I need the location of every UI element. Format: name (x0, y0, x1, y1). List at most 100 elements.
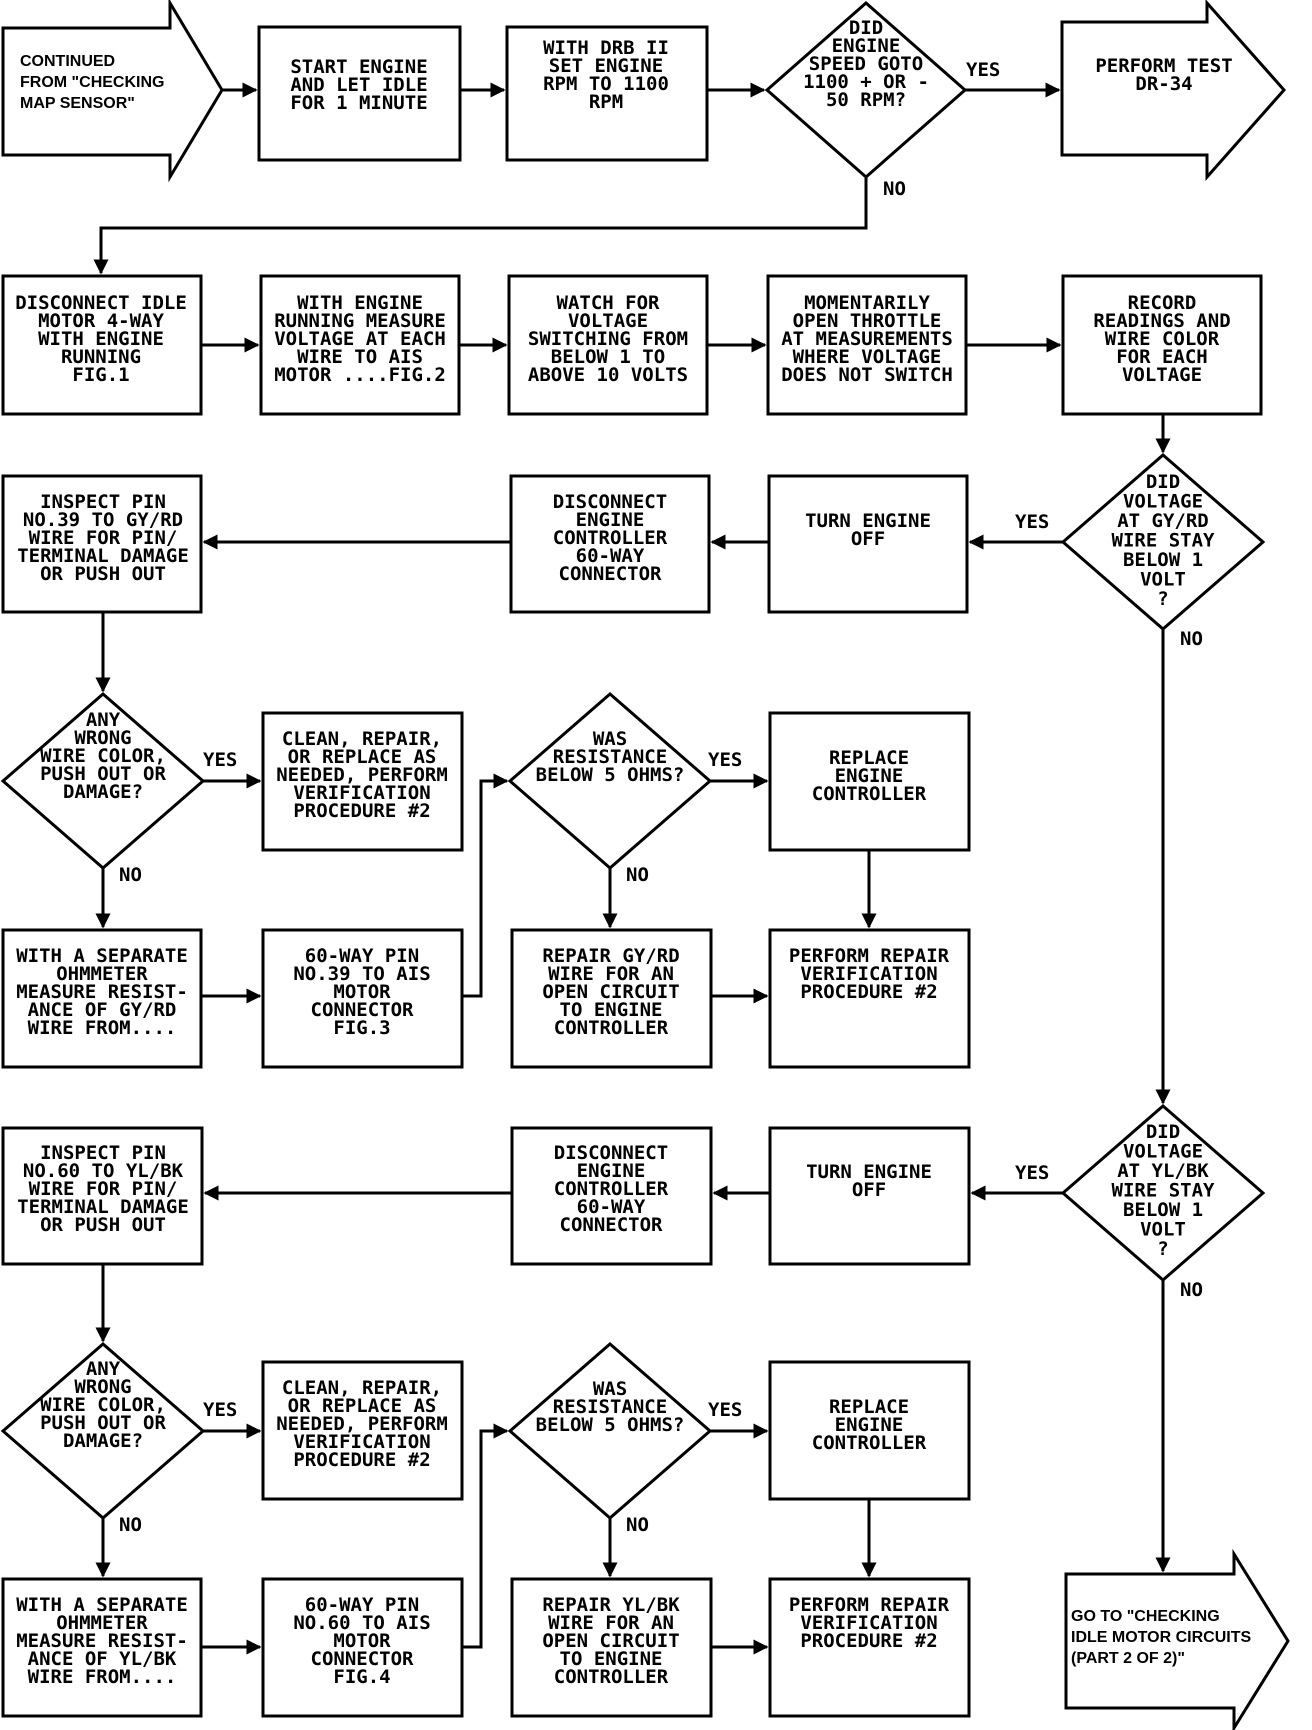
edge-label-ylbk-yes: YES (1015, 1162, 1049, 1184)
turn-engine-off-box-2 (768, 1126, 971, 1266)
resistance-decision-label-2-line: RESISTANCE (553, 1396, 667, 1418)
inspect-pin-39-box (1, 474, 203, 614)
ohmmeter-label-1-line: ANCE OF GY/RD (28, 999, 177, 1021)
clean-repair-label-1-line: PROCEDURE #2 (293, 800, 430, 822)
replace-controller-box-2 (768, 1360, 971, 1501)
connector-pin39-to-res1 (462, 773, 509, 998)
open-throttle-box (766, 274, 968, 416)
clean-repair-label-2-line: VERIFICATION (293, 1431, 430, 1453)
wrong-wire-decision-label-1-line: PUSH OUT OR (40, 763, 166, 785)
engine-speed-decision-label-line: 1100 + OR - (803, 71, 929, 93)
pin-60-label-line: 60-WAY PIN (305, 1594, 419, 1616)
clean-repair-box-2 (261, 1360, 464, 1501)
turn-engine-off-label-2-line: TURN ENGINE (806, 1161, 932, 1183)
resistance-decision-label-2-line: BELOW 5 OHMS? (536, 1414, 685, 1436)
disconnect-60way-label-2-line: ENGINE (577, 1160, 646, 1182)
start-engine-label-line: START ENGINE (290, 56, 427, 78)
record-readings-label-line: WIRE COLOR (1105, 328, 1220, 350)
replace-controller-label-2-line: REPLACE (829, 1396, 909, 1418)
verify-label-1-line: PROCEDURE #2 (800, 981, 937, 1003)
edge-label-ylbk-no: NO (1180, 1279, 1203, 1301)
disconnect-60way-box-2 (510, 1126, 713, 1266)
open-throttle-label-line: WHERE VOLTAGE (793, 346, 942, 368)
disconnect-60way-label-1-line: ENGINE (576, 509, 645, 531)
watch-voltage-label-line: VOLTAGE (568, 310, 648, 332)
measure-voltage-label-line: WIRE TO AIS (297, 346, 423, 368)
wrong-wire-decision-label-1-line: ANY (86, 709, 121, 731)
inspect-pin-60-label-line: INSPECT PIN (40, 1142, 166, 1164)
drb-set-rpm-label-line: RPM TO 1100 (543, 73, 669, 95)
wrong-wire-decision-label-2-line: ANY (86, 1358, 121, 1380)
edge-label-res2-yes: YES (708, 1399, 742, 1421)
disconnect-60way-label-2-line: CONTROLLER (554, 1178, 669, 1200)
disconnect-60way-label-1-line: CONNECTOR (559, 563, 663, 585)
edge-label-res2-no: NO (626, 1514, 649, 1536)
ohmmeter-label-2-line: ANCE OF YL/BK (28, 1648, 177, 1670)
yl-bk-voltage-decision-label-line: WIRE STAY (1112, 1180, 1216, 1202)
turn-engine-off-label-2-line: OFF (852, 1179, 886, 1201)
inspect-pin-60-label-line: OR PUSH OUT (40, 1214, 166, 1236)
repair-gy-rd-label-line: OPEN CIRCUIT (542, 981, 679, 1003)
replace-controller-label-2-line: ENGINE (835, 1414, 904, 1436)
pin-60-label-line: NO.60 TO AIS (293, 1612, 430, 1634)
ohmmeter-label-1-line: MEASURE RESIST- (16, 981, 188, 1003)
repair-gy-rd-box (510, 928, 713, 1069)
inspect-pin-60-label-line: WIRE FOR PIN/ (29, 1178, 178, 1200)
turn-engine-off-label-1-line: OFF (851, 528, 885, 550)
inspect-pin-39-label-line: INSPECT PIN (40, 491, 166, 513)
gy-rd-voltage-decision-label-line: BELOW 1 (1123, 549, 1203, 571)
disconnect-60way-label-1-line: CONTROLLER (553, 527, 668, 549)
perform-test-dr34-label-line: DR-34 (1135, 73, 1192, 95)
replace-controller-label-1-line: CONTROLLER (812, 783, 927, 805)
drb-set-rpm-label-line: WITH DRB II (543, 37, 669, 59)
ohmmeter-label-1-line: OHMMETER (56, 963, 148, 985)
drb-set-rpm-box (505, 25, 709, 162)
gy-rd-voltage-decision-label-line: VOLT (1140, 569, 1186, 591)
gy-rd-voltage-decision-label-line: AT GY/RD (1117, 510, 1209, 532)
measure-voltage-label-line: RUNNING MEASURE (274, 310, 446, 332)
inspect-pin-60-label-line: NO.60 TO YL/BK (23, 1160, 184, 1182)
edge-label-wrong2-no: NO (119, 1514, 142, 1536)
resistance-decision-label-1-line: RESISTANCE (553, 746, 667, 768)
pin-39-label-line: 60-WAY PIN (305, 945, 419, 967)
clean-repair-label-2-line: CLEAN, REPAIR, (282, 1377, 442, 1399)
edge-label-speed-yes: YES (966, 59, 1000, 81)
wrong-wire-decision-label-2-line: WIRE COLOR, (40, 1394, 166, 1416)
measure-voltage-label-line: VOLTAGE AT EACH (274, 328, 446, 350)
watch-voltage-label-line: ABOVE 10 VOLTS (528, 364, 688, 386)
pin-60-label-line: FIG.4 (333, 1666, 390, 1688)
disconnect-60way-label-1-line: 60-WAY (576, 545, 645, 567)
pin-60-label-line: CONNECTOR (311, 1648, 415, 1670)
disconnect-60way-label-1-line: DISCONNECT (553, 491, 667, 513)
edge-label-gyrd-no: NO (1180, 628, 1203, 650)
pin-39-label-line: CONNECTOR (311, 999, 415, 1021)
repair-yl-bk-label-line: REPAIR YL/BK (542, 1594, 680, 1616)
go-to-part-2-label-line: IDLE MOTOR CIRCUITS (1071, 1629, 1251, 1646)
yl-bk-voltage-decision-label-line: ? (1157, 1238, 1168, 1260)
record-readings-label-line: VOLTAGE (1122, 364, 1202, 386)
measure-voltage-box (259, 274, 461, 416)
go-to-part-2-label-line: (PART 2 OF 2)" (1071, 1650, 1185, 1667)
replace-controller-box-1 (768, 711, 971, 852)
repair-yl-bk-label-line: TO ENGINE (560, 1648, 663, 1670)
ohmmeter-label-2-line: MEASURE RESIST- (16, 1630, 188, 1652)
continued-arrow-shape (1, 0, 224, 183)
edge-label-res1-yes: YES (708, 749, 742, 771)
repair-gy-rd-label-line: CONTROLLER (554, 1017, 669, 1039)
verify-label-2-line: PROCEDURE #2 (800, 1630, 937, 1652)
inspect-pin-39-label-line: OR PUSH OUT (40, 563, 166, 585)
